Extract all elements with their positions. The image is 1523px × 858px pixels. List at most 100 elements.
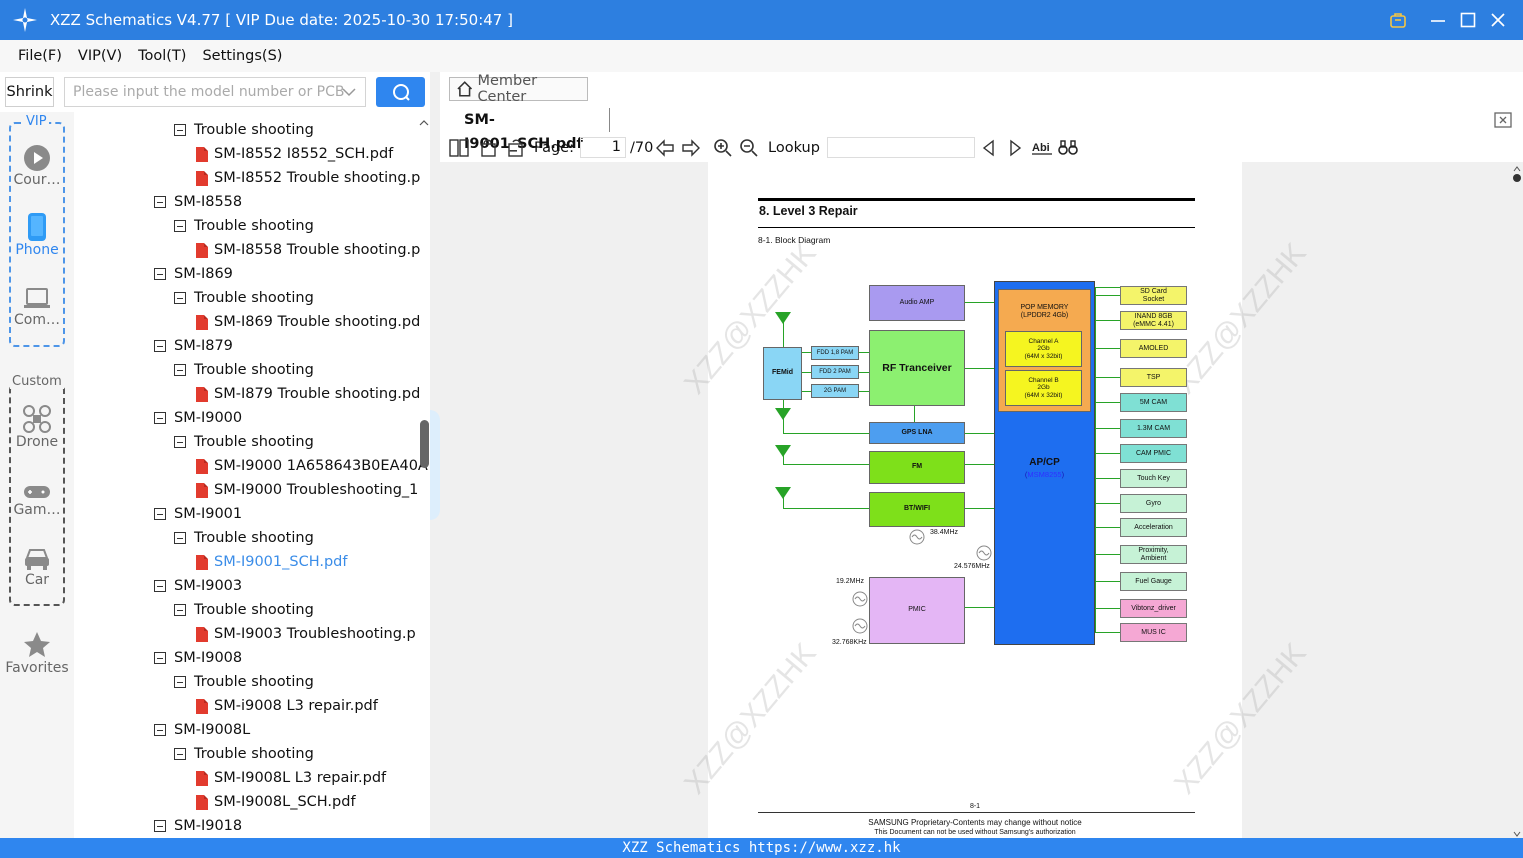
tree-file-item[interactable]: SM-I8552 Trouble shooting.p [196,166,420,190]
collapse-icon[interactable] [154,268,166,280]
tree-folder-item[interactable]: Trouble shooting [174,118,314,142]
document-tab[interactable]: SM-I9001_SCH.pdf [450,108,610,152]
tree-file-item[interactable]: SM-I9008L_SCH.pdf [196,790,356,814]
rail-item-courses[interactable]: Cour… [0,144,74,188]
tree-file-item[interactable]: SM-I869 Trouble shooting.pd [196,310,420,334]
tree-folder-item[interactable]: SM-I9000 [154,406,242,430]
previous-page-icon[interactable] [655,137,675,159]
vip-bag-icon[interactable] [1386,8,1410,32]
page-number-input[interactable]: 1 [580,137,626,158]
tree-file-item[interactable]: SM-I879 Trouble shooting.pd [196,382,420,406]
tree-item-label: SM-I9003 Troubleshooting.p [214,626,416,642]
collapse-icon[interactable] [174,124,186,136]
tree-folder-item[interactable]: Trouble shooting [174,526,314,550]
tree-file-item[interactable]: SM-I9003 Troubleshooting.p [196,622,416,646]
pdf-file-icon [196,242,208,258]
rail-item-favorites[interactable]: Favorites [0,630,74,676]
peripheral-block: TSP [1120,368,1187,387]
rotate-left-icon[interactable] [479,137,499,159]
two-page-view-icon[interactable] [449,137,469,159]
tree-file-item[interactable]: SM-I9001_SCH.pdf [196,550,347,574]
tree-folder-item[interactable]: SM-I9008L [154,718,250,742]
search-button[interactable] [376,77,425,107]
collapse-icon[interactable] [154,340,166,352]
tree-folder-item[interactable]: SM-I8558 [154,190,242,214]
tree-folder-item[interactable]: SM-I9018 [154,814,242,838]
menu-vip[interactable]: VIP(V) [77,48,123,64]
tree-folder-item[interactable]: SM-I9008 [154,646,242,670]
collapse-icon[interactable] [174,676,186,688]
viewer-scrollbar[interactable] [1511,162,1523,838]
pdf-viewer[interactable]: 8. Level 3 Repair 8-1. Block Diagram XZZ… [440,162,1511,838]
tree-file-item[interactable]: SM-I8552 I8552_SCH.pdf [196,142,393,166]
tree-folder-item[interactable]: Trouble shooting [174,358,314,382]
collapse-icon[interactable] [154,580,166,592]
zoom-in-icon[interactable] [713,137,733,159]
member-center-button[interactable]: Member Center [449,73,588,105]
maximize-icon[interactable] [1456,8,1480,32]
close-icon[interactable] [1486,8,1510,32]
car-icon [25,549,49,570]
tree-folder-item[interactable]: Trouble shooting [174,286,314,310]
tree-file-item[interactable]: SM-I8558 Trouble shooting.p [196,238,420,262]
collapse-icon[interactable] [174,532,186,544]
tree-file-item[interactable]: SM-I9000 Troubleshooting_1 [196,478,418,502]
tree-folder-item[interactable]: Trouble shooting [174,430,314,454]
next-page-icon[interactable] [681,137,701,159]
tree-scrollbar[interactable] [418,112,430,838]
tree-folder-item[interactable]: Trouble shooting [174,214,314,238]
tree-folder-item[interactable]: SM-I9001 [154,502,242,526]
collapse-icon[interactable] [154,820,166,832]
collapse-icon[interactable] [154,412,166,424]
shrink-button[interactable]: Shrink [5,77,54,107]
tree-folder-item[interactable]: SM-I869 [154,262,233,286]
peripheral-block: Fuel Gauge [1120,572,1187,591]
connector-line [1095,295,1120,296]
rail-item-car[interactable]: Car [0,546,74,588]
collapse-icon[interactable] [154,652,166,664]
tree-scroll-thumb[interactable] [420,420,429,468]
menu-settings[interactable]: Settings(S) [202,48,283,64]
menu-tool[interactable]: Tool(T) [138,48,187,64]
tree-file-item[interactable]: SM-i9008 L3 repair.pdf [196,694,378,718]
lookup-input[interactable] [827,137,975,158]
collapse-icon[interactable] [154,196,166,208]
chevron-down-icon[interactable] [340,83,358,101]
panel-splitter[interactable] [430,72,440,838]
crystal-icon [852,591,868,607]
tree-file-item[interactable]: SM-I9000 1A658643B0EA40A [196,454,428,478]
tree-folder-item[interactable]: Trouble shooting [174,598,314,622]
collapse-icon[interactable] [174,748,186,760]
channel-b-block: Channel B 2Gb (64M x 32bit) [1005,370,1082,406]
match-case-icon[interactable]: Abi [1032,137,1054,159]
collapse-icon[interactable] [174,220,186,232]
zoom-out-icon[interactable] [739,137,759,159]
collapse-icon[interactable] [174,436,186,448]
connector-line [1095,377,1120,378]
search-input[interactable]: Please input the model number or PCB [64,77,366,107]
rail-item-drone[interactable]: Drone [0,404,74,450]
close-tab-icon[interactable] [1493,110,1513,130]
tree-folder-item[interactable]: SM-I879 [154,334,233,358]
tree-folder-item[interactable]: Trouble shooting [174,670,314,694]
minimize-icon[interactable] [1426,8,1450,32]
footer-line-1: SAMSUNG Proprietary-Contents may change … [868,818,1082,827]
collapse-icon[interactable] [174,364,186,376]
collapse-icon[interactable] [174,604,186,616]
rail-item-games[interactable]: Gam… [0,482,74,518]
rail-item-computer[interactable]: Com… [0,286,74,328]
find-all-icon[interactable] [1058,137,1078,159]
find-next-icon[interactable] [1007,137,1023,159]
rotate-right-icon[interactable] [505,137,525,159]
collapse-icon[interactable] [154,724,166,736]
tree-file-item[interactable]: SM-I9008L L3 repair.pdf [196,766,386,790]
collapse-icon[interactable] [174,292,186,304]
collapse-icon[interactable] [154,508,166,520]
tree-folder-item[interactable]: SM-I9003 [154,574,242,598]
tree-item-label: SM-I8558 [174,194,243,210]
crystal-icon [852,618,868,634]
find-previous-icon[interactable] [981,137,997,159]
menu-file[interactable]: File(F) [18,48,62,64]
rail-item-phone[interactable]: Phone [0,212,74,258]
tree-folder-item[interactable]: Trouble shooting [174,742,314,766]
